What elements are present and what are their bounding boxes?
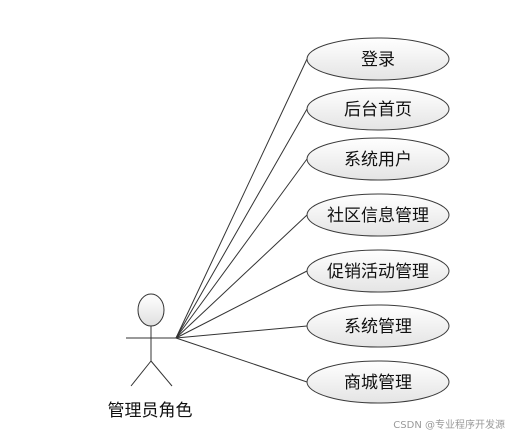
actor-left-leg (130, 360, 152, 387)
associations (175, 58, 308, 383)
use-case-label: 系统用户 (344, 150, 412, 170)
use-case-label: 促销活动管理 (327, 262, 429, 282)
association-line-system-management (175, 325, 308, 339)
actor-right-leg (150, 360, 173, 387)
association-line-mall-management (175, 337, 308, 383)
use-case-mall-management: 商城管理 (306, 360, 450, 404)
use-case-dashboard: 后台首页 (306, 87, 450, 131)
actor-label: 管理员角色 (108, 401, 193, 421)
use-case-system-users: 系统用户 (306, 137, 450, 181)
association-line-promotion (175, 270, 308, 339)
association-line-dashboard (175, 108, 308, 339)
association-line-community-info (175, 214, 308, 339)
use-case-label: 商城管理 (344, 373, 412, 393)
use-case-ellipse (306, 360, 450, 404)
use-case-ellipse (306, 249, 450, 293)
actor-head (137, 293, 165, 327)
use-case-ellipse (306, 37, 450, 81)
use-case-promotion: 促销活动管理 (306, 249, 450, 293)
watermark-text: CSDN @专业程序开发源 (393, 420, 505, 431)
association-line-login (175, 58, 308, 339)
use-case-community-info: 社区信息管理 (306, 193, 450, 237)
use-case-login: 登录 (306, 37, 450, 81)
use-case-ellipse (306, 87, 450, 131)
use-case-system-management: 系统管理 (306, 304, 450, 348)
use-case-label: 后台首页 (344, 100, 412, 120)
use-case-label: 系统管理 (344, 317, 412, 337)
association-line-system-users (175, 158, 308, 339)
use-case-label: 登录 (361, 50, 395, 70)
use-case-label: 社区信息管理 (327, 206, 429, 226)
use-case-ellipse (306, 137, 450, 181)
use-case-ellipse (306, 193, 450, 237)
actor-figure (126, 293, 176, 387)
use-case-ellipse (306, 304, 450, 348)
